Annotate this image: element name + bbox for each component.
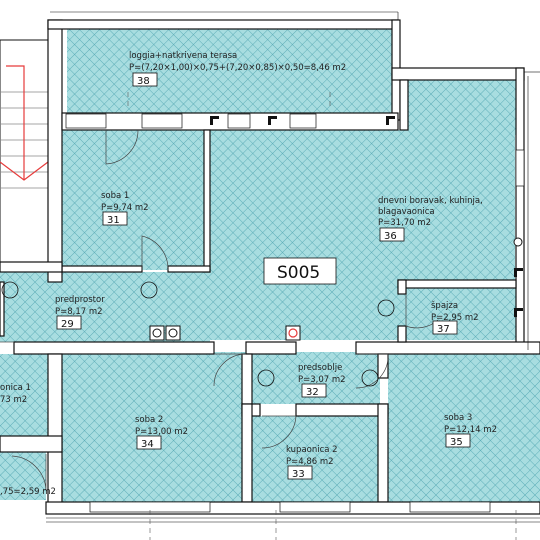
room-name: soba 3 xyxy=(444,413,472,423)
door-loggia-icon xyxy=(105,129,139,165)
door-predsoblje-right-icon xyxy=(355,353,389,389)
room-area: P=13,00 m2 xyxy=(135,427,188,437)
room-number: 29 xyxy=(61,319,74,330)
room-area: P=31,70 m2 xyxy=(378,218,431,228)
room-29: predprostor P=8,17 m2 29 xyxy=(55,295,105,330)
room-number: 33 xyxy=(292,469,305,480)
room-name: onica 1 xyxy=(0,383,31,393)
room-area: P=3,07 m2 xyxy=(298,375,346,385)
door-balcony-icon xyxy=(11,454,47,491)
room-32: predsoblje P=3,07 m2 32 xyxy=(298,363,346,398)
door-soba-1-icon xyxy=(141,235,169,271)
room-area: ,75=2,59 m2 xyxy=(0,487,56,497)
room-name: soba 2 xyxy=(135,415,163,425)
room-39-partial: ,75=2,59 m2 xyxy=(0,487,56,497)
unit-label: S005 xyxy=(277,263,320,283)
unit-label-box: S005 xyxy=(263,257,337,285)
room-name: predprostor xyxy=(55,295,105,305)
room-name-line2: blagavaonica xyxy=(378,207,435,217)
room-area: P=2,95 m2 xyxy=(431,313,479,323)
room-number: 31 xyxy=(107,215,120,226)
door-predsoblje-left-icon xyxy=(213,353,247,387)
room-area: P=4,86 m2 xyxy=(286,457,334,467)
room-name: predsoblje xyxy=(298,363,342,373)
room-number: 32 xyxy=(306,387,319,398)
room-34: soba 2 P=13,00 m2 34 xyxy=(135,415,188,450)
facade-lines xyxy=(46,11,540,523)
floor-areas xyxy=(0,29,540,502)
room-38: loggia+natkrivena terasa P=(7,20×1,00)×0… xyxy=(129,51,346,87)
room-30-partial: onica 1 73 m2 xyxy=(0,383,31,405)
room-number: 36 xyxy=(384,231,397,242)
light-icon xyxy=(1,281,19,299)
room-name: soba 1 xyxy=(101,191,129,201)
light-icon xyxy=(361,369,379,387)
room-area: P=8,17 m2 xyxy=(55,307,103,317)
light-icon xyxy=(377,299,395,317)
light-fixtures xyxy=(1,281,395,387)
door-kupaonica-2-icon xyxy=(261,415,297,449)
light-icon xyxy=(140,281,158,299)
room-name: loggia+natkrivena terasa xyxy=(129,51,237,61)
room-number: 38 xyxy=(137,76,150,87)
room-name-line1: dnevni boravak, kuhinja, xyxy=(378,196,483,206)
column-markers xyxy=(210,116,523,317)
room-area: P=(7,20×1,00)×0,75+(7,20×0,85)×0,50=8,46… xyxy=(129,63,346,73)
room-name: špajza xyxy=(431,300,458,311)
room-33: kupaonica 2 P=4,86 m2 33 xyxy=(286,445,338,480)
room-area: P=9,74 m2 xyxy=(101,203,149,213)
room-area: P=12,14 m2 xyxy=(444,425,497,435)
room-number: 35 xyxy=(450,437,463,448)
fire-alarm-icon xyxy=(285,325,301,341)
room-number: 34 xyxy=(141,439,154,450)
doors xyxy=(0,129,439,491)
room-36: dnevni boravak, kuhinja, blagavaonica P=… xyxy=(378,196,483,242)
room-name: kupaonica 2 xyxy=(286,445,338,455)
axis-lines xyxy=(127,92,517,540)
light-icon xyxy=(257,369,275,387)
room-35: soba 3 P=12,14 m2 35 xyxy=(444,413,497,448)
room-number: 37 xyxy=(437,324,450,335)
room-area: 73 m2 xyxy=(0,395,27,405)
room-31: soba 1 P=9,74 m2 31 xyxy=(101,191,149,226)
stair-arrow-icon xyxy=(6,65,25,180)
service-markers xyxy=(149,325,301,341)
room-37: špajza P=2,95 m2 37 xyxy=(431,300,479,335)
stairwell xyxy=(0,39,49,263)
